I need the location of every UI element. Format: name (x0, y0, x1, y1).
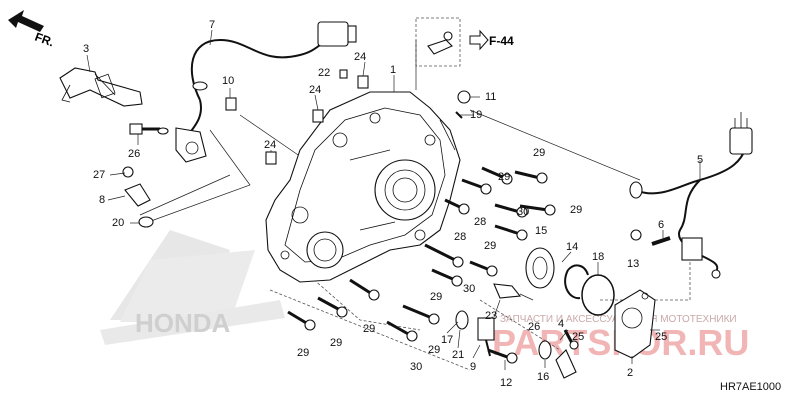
callout-30a: 30 (517, 206, 529, 218)
callout-15: 15 (535, 225, 547, 237)
honda-wing-watermark (100, 230, 285, 345)
callout-12: 12 (500, 377, 512, 389)
callout-25b: 25 (655, 331, 667, 343)
callout-17: 17 (441, 334, 453, 346)
callout-26: 26 (128, 148, 140, 160)
callout-29d: 29 (484, 240, 496, 252)
callout-23: 23 (485, 310, 497, 322)
callout-18: 18 (592, 251, 604, 263)
bearing-and-seals (525, 247, 656, 359)
callout-30b: 30 (463, 283, 475, 295)
callout-29i: 29 (428, 344, 440, 356)
callout-25: 25 (572, 331, 584, 343)
callout-9: 9 (470, 361, 476, 373)
lower-components (455, 283, 577, 379)
callout-8: 8 (99, 194, 105, 206)
callout-22: 22 (318, 67, 330, 79)
callout-13: 13 (627, 258, 639, 270)
callout-14: 14 (566, 241, 578, 253)
fasteners (122, 69, 671, 246)
callout-24b: 24 (309, 84, 321, 96)
callout-26b: 26 (528, 321, 540, 333)
callout-29g: 29 (330, 337, 342, 349)
wiring-harness-5 (629, 112, 753, 279)
callout-29a: 29 (533, 147, 545, 159)
reference-box: F-44 (415, 17, 514, 67)
callout-29b: 29 (498, 171, 510, 183)
callout-21: 21 (452, 349, 464, 361)
callout-19: 19 (470, 109, 482, 121)
callout-27: 27 (93, 169, 105, 181)
shift-shaft-assembly (59, 67, 143, 107)
callout-28b: 28 (454, 231, 466, 243)
callout-6: 6 (658, 219, 664, 231)
direction-label: FR. (33, 30, 56, 50)
bolts (287, 166, 579, 364)
reference-label: F-44 (489, 34, 514, 48)
callout-30c: 30 (410, 361, 422, 373)
wiring-harness-7 (175, 21, 357, 163)
leader-lines (86, 29, 701, 370)
callout-29f: 29 (363, 323, 375, 335)
callout-29c: 29 (570, 204, 582, 216)
callout-11: 11 (485, 91, 496, 103)
watermark-brand-text: HONDA (135, 308, 231, 338)
callout-24a: 24 (354, 51, 366, 63)
crankcase-cover (265, 91, 461, 283)
callout-4: 4 (558, 318, 564, 330)
callout-28a: 28 (474, 216, 486, 228)
callout-16: 16 (537, 371, 549, 383)
callout-29h: 29 (297, 347, 309, 359)
callout-2: 2 (627, 367, 633, 379)
callout-1: 1 (390, 64, 396, 76)
callout-7: 7 (209, 19, 215, 31)
callout-3: 3 (83, 43, 89, 55)
diagram-code: HR7AE1000 (720, 381, 781, 393)
callout-29e: 29 (430, 291, 442, 303)
front-direction-arrow: FR. (8, 10, 56, 49)
callout-labels: 1 2 3 4 5 6 7 8 9 10 11 12 13 14 15 16 1… (83, 19, 703, 389)
callout-24c: 24 (264, 139, 276, 151)
callout-20: 20 (112, 217, 124, 229)
callout-5: 5 (697, 154, 703, 166)
callout-10: 10 (222, 75, 234, 87)
